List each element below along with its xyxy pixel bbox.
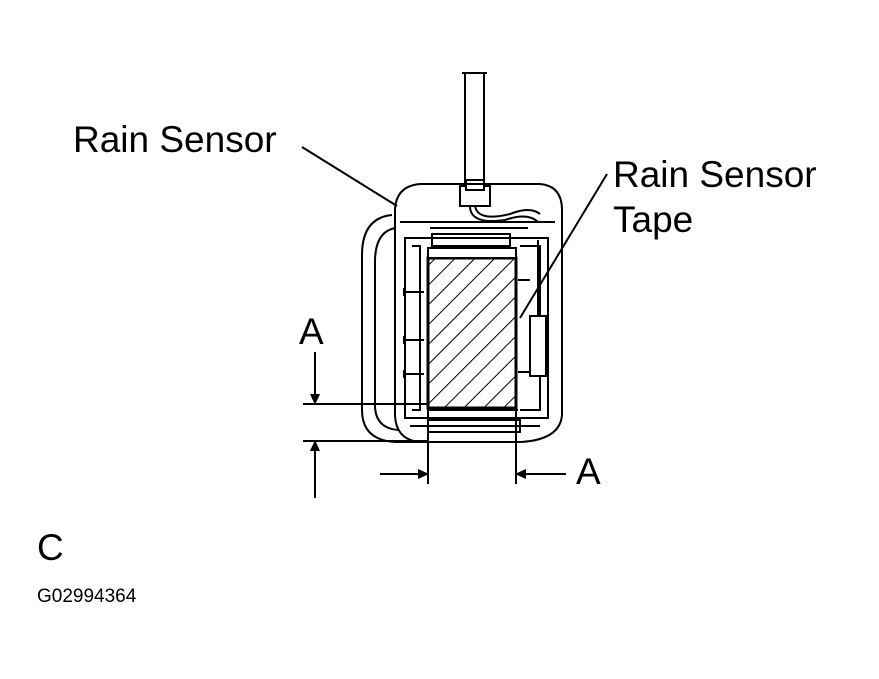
figure-code: G02994364 <box>37 586 137 607</box>
rain-sensor-label: Rain Sensor <box>73 119 277 160</box>
dimension-a-horizontal-label: A <box>576 451 601 492</box>
rain-sensor-tape-label: Rain Sensor Tape <box>613 152 817 242</box>
sensor-bracket <box>361 214 420 443</box>
sensor-cable <box>459 72 541 223</box>
horizontal-dimension <box>380 408 566 484</box>
rain-sensor-leader <box>301 146 398 207</box>
vertical-dimension <box>303 352 428 498</box>
rain-sensor-tape-label-line2: Tape <box>613 199 694 240</box>
dimension-a-vertical-label: A <box>299 311 324 352</box>
sensor-housing <box>394 183 563 443</box>
rain-sensor-tape <box>426 247 518 410</box>
view-letter: C <box>37 527 64 568</box>
rain-sensor-tape-label-line1: Rain Sensor <box>613 154 817 195</box>
tape-leader <box>519 173 608 319</box>
